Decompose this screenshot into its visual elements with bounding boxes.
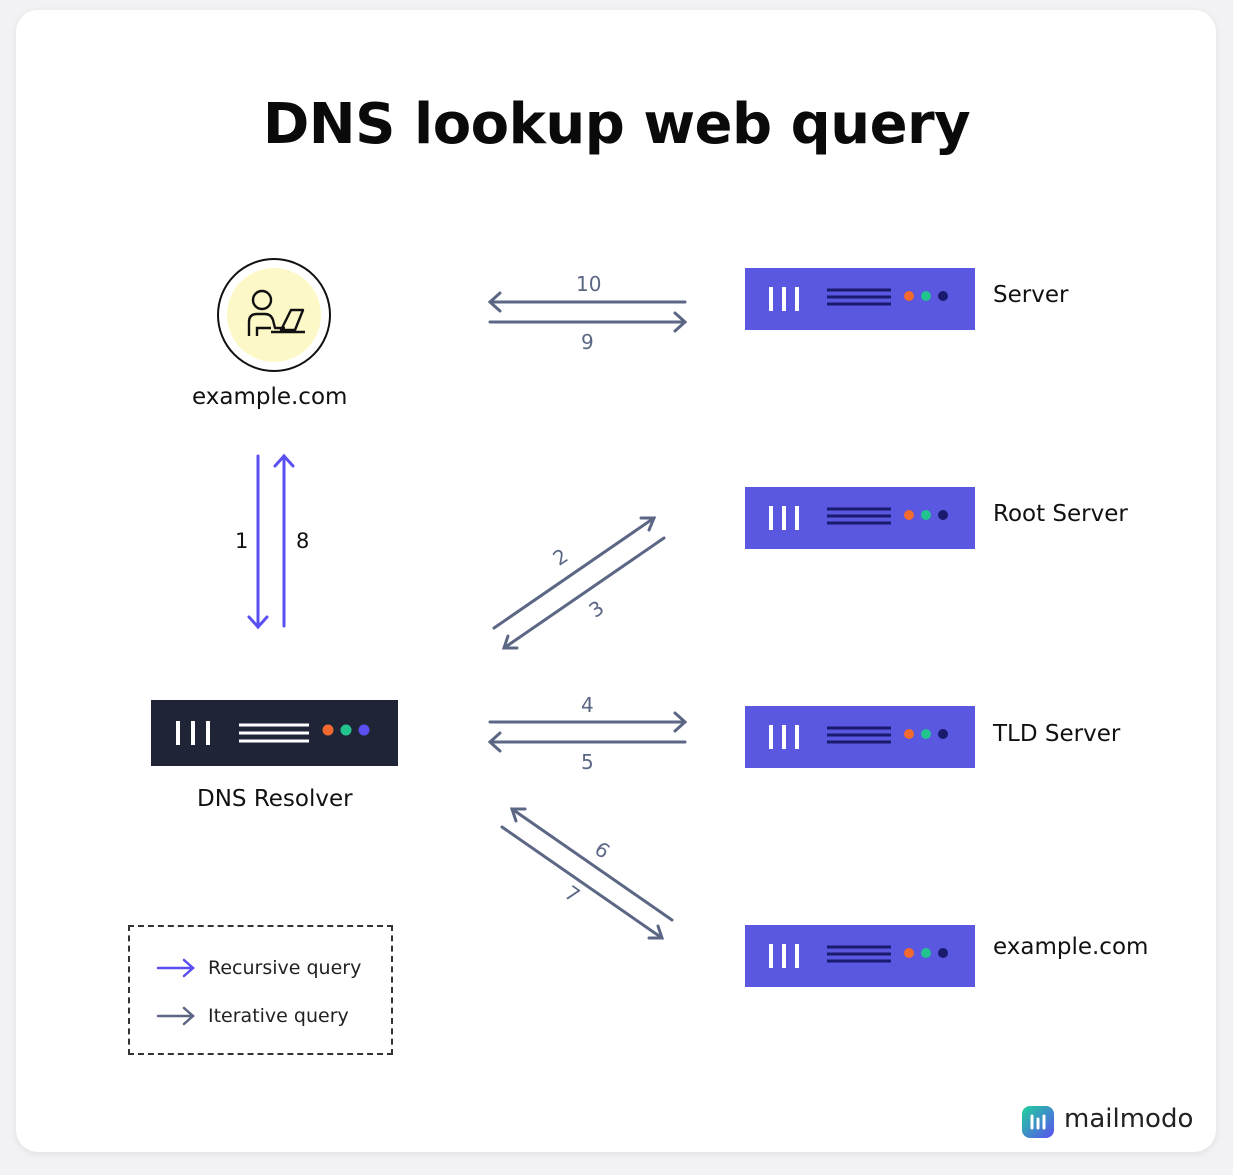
legend-arrows xyxy=(156,958,195,1026)
arrow-step-7 xyxy=(500,825,665,940)
server-rack-icon xyxy=(769,725,948,749)
arrow-step-10 xyxy=(487,291,687,313)
tld-server-box xyxy=(745,706,975,768)
recursive-arrow-icon xyxy=(156,958,195,978)
iterative-arrow-icon xyxy=(156,1006,195,1026)
resolver-label: DNS Resolver xyxy=(197,786,353,812)
step-8-label: 8 xyxy=(296,529,310,553)
client-avatar xyxy=(217,258,331,372)
server-box xyxy=(745,268,975,330)
page-title: DNS lookup web query xyxy=(262,92,971,157)
server-rack-icon xyxy=(769,287,948,311)
arrow-step-5 xyxy=(487,731,687,753)
arrow-step-3 xyxy=(501,536,666,650)
arrow-step-9 xyxy=(488,311,688,333)
user-at-laptop-icon xyxy=(247,289,305,336)
arrow-step-8 xyxy=(273,453,295,628)
server-rack-icon xyxy=(769,944,948,968)
tld-server-label: TLD Server xyxy=(993,721,1121,747)
root-server-label: Root Server xyxy=(993,501,1128,527)
step-4-label: 4 xyxy=(581,693,594,717)
dns-resolver-box xyxy=(151,700,398,766)
legend-box xyxy=(128,925,393,1055)
legend-recursive-label: Recursive query xyxy=(208,957,362,979)
avatar-background xyxy=(227,268,321,362)
root-server-box xyxy=(745,487,975,549)
arrow-step-4 xyxy=(488,711,688,733)
arrow-step-2 xyxy=(492,516,657,630)
mailmodo-logo-icon xyxy=(1022,1106,1054,1138)
server-label: Server xyxy=(993,282,1069,308)
step-10-label: 10 xyxy=(576,272,602,296)
server-rack-icon xyxy=(769,506,948,530)
authoritative-server-label: example.com xyxy=(993,934,1149,960)
arrow-step-1 xyxy=(247,454,269,630)
diagram-card xyxy=(16,10,1216,1152)
step-1-label: 1 xyxy=(235,529,249,553)
step-9-label: 9 xyxy=(581,330,594,354)
logo-bars-icon xyxy=(1030,1114,1046,1130)
authoritative-server-box xyxy=(745,925,975,987)
legend-iterative-label: Iterative query xyxy=(208,1005,349,1027)
client-label: example.com xyxy=(192,384,348,410)
server-rack-icon xyxy=(176,721,370,745)
step-5-label: 5 xyxy=(581,750,594,774)
brand-name: mailmodo xyxy=(1064,1104,1194,1134)
arrow-step-6 xyxy=(509,807,674,922)
